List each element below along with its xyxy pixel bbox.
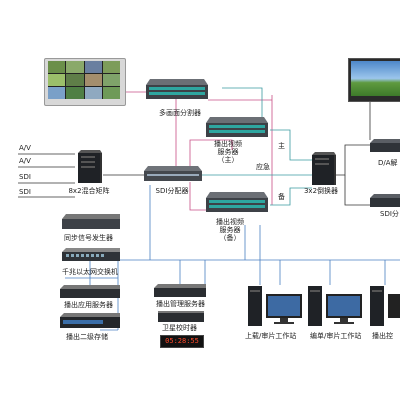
sdi-right-device [370, 193, 400, 207]
switcher-label: 3x2倒换器 [303, 187, 339, 195]
server-backup-device [206, 192, 268, 214]
input-label-2: A/V [19, 157, 31, 165]
program-monitor [348, 58, 400, 102]
multiviewer-label: 多画面分割器 [159, 109, 201, 117]
edit-workstation [308, 284, 364, 328]
da-label: D/A解 [378, 159, 398, 167]
ethernet-switch-device [62, 247, 120, 261]
switcher-device [312, 152, 336, 186]
sdi-splitter-device [144, 166, 202, 182]
da-device [370, 138, 400, 152]
line-main-label: 主 [278, 142, 285, 150]
matrix-device [78, 150, 102, 184]
matrix-label: 8x2混合矩阵 [68, 187, 110, 195]
mgmt-server-device [154, 283, 206, 297]
clock-readout: 05:28:55 [165, 337, 199, 345]
sdi-right-label: SDI分 [380, 210, 399, 218]
clock-display: 05:28:55 [160, 335, 204, 348]
line-backup-label: 备 [278, 193, 285, 201]
multiview-monitor [44, 58, 126, 108]
line-emergency-label: 应急 [256, 163, 270, 171]
control-ws-label: 播出控 [372, 332, 393, 340]
ethernet-switch-label: 千兆以太网交换机 [62, 268, 118, 276]
sat-clock-device [158, 311, 204, 322]
edit-ws-label: 编单/审片工作站 [310, 332, 362, 340]
storage-device [60, 313, 120, 329]
app-server-label: 播出应用服务器 [64, 301, 113, 309]
app-server-device [60, 284, 120, 298]
sync-generator-device [62, 214, 120, 230]
sat-clock-label: 卫星校时器 [162, 324, 197, 332]
sdi-splitter-label: SDI分配器 [155, 187, 189, 195]
control-workstation [370, 284, 400, 328]
upload-ws-label: 上载/审片工作站 [245, 332, 297, 340]
input-label-3: SDI [19, 173, 31, 181]
multiviewer-device [146, 79, 208, 101]
input-label-4: SDI [19, 188, 31, 196]
server-main-label: 播出视频 服务器 （主） [214, 140, 242, 165]
storage-label: 播出二级存储 [66, 333, 108, 341]
sync-generator-label: 同步信号发生器 [64, 234, 113, 242]
mgmt-server-label: 播出管理服务器 [156, 300, 205, 308]
server-main-device [206, 117, 268, 139]
server-backup-label: 播出视频 服务器 （备） [216, 218, 244, 243]
input-label-1: A/V [19, 144, 31, 152]
upload-workstation [248, 284, 304, 328]
